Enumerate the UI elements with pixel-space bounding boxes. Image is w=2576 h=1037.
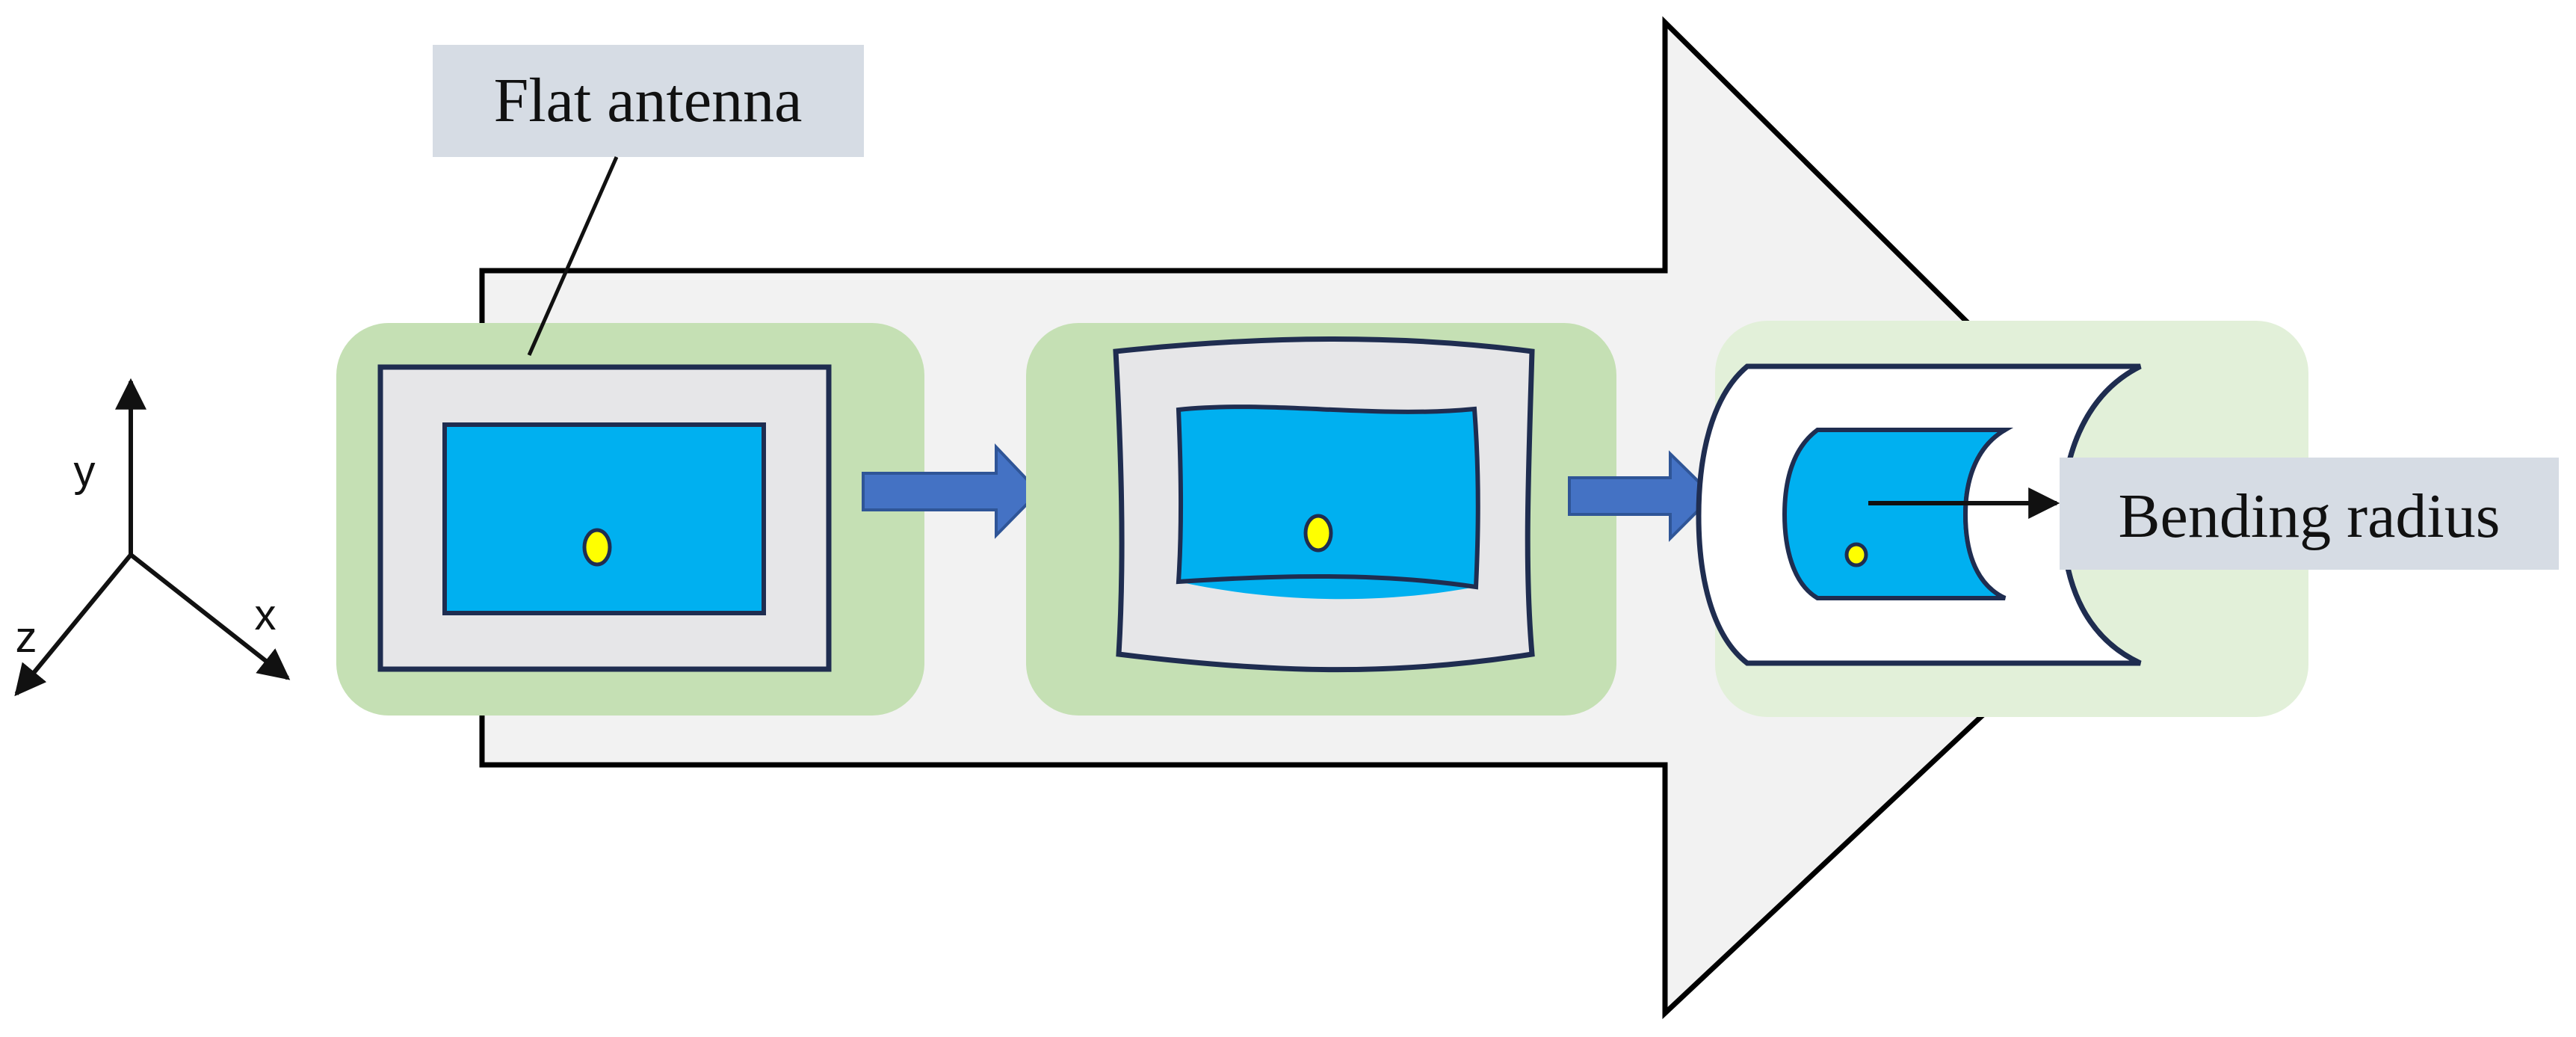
axis-arrow <box>129 553 291 680</box>
feed-point <box>582 528 612 567</box>
feed-point <box>1844 542 1868 567</box>
x-axis-label: x <box>255 591 277 639</box>
flat-antenna-label: Flat antenna <box>494 66 803 135</box>
bending-radius-label: Bending radius <box>2119 481 2501 551</box>
stage-flat <box>336 323 924 716</box>
coordinate-axes: y x z <box>14 378 291 697</box>
axis-arrow <box>14 553 133 697</box>
flat-antenna-label-box <box>433 45 864 157</box>
bending-radius-callout: Bending radius <box>2060 458 2559 570</box>
stage-deformed <box>1026 323 1616 716</box>
flat-patch <box>442 422 766 615</box>
bent-patch-end <box>1962 428 2007 600</box>
step-arrow <box>862 443 1041 539</box>
feed-point <box>1303 514 1333 553</box>
step-arrow <box>1568 450 1715 542</box>
deformed-patch <box>1176 404 1480 590</box>
flat-antenna-callout: Flat antenna <box>433 45 864 357</box>
bending-radius-label-box <box>2060 458 2559 570</box>
z-axis-label: z <box>16 613 37 662</box>
y-axis-label: y <box>74 447 96 496</box>
flat-antenna-leader-line <box>527 156 619 357</box>
stage-bent <box>1696 321 2308 717</box>
